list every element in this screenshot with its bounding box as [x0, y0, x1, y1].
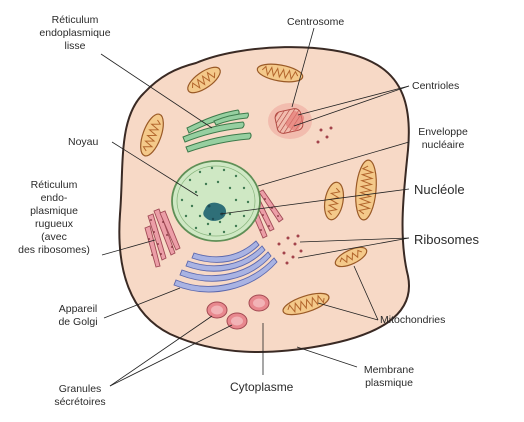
label-centrioles: Centrioles	[412, 80, 460, 92]
smooth-er	[182, 109, 252, 153]
leader-lines	[100, 27, 410, 387]
label-membrane: Membrane plasmique	[363, 364, 415, 389]
label-rough-er: Réticulum endo- plasmique rugueux (avec …	[18, 179, 90, 256]
label-centrosome: Centrosome	[287, 16, 345, 28]
label-nucleole: Nucléole	[414, 182, 465, 197]
label-smooth-er: Réticulum endoplasmique lisse	[39, 14, 111, 52]
chromatin-dots	[180, 166, 250, 236]
label-envelope: Enveloppe nucléaire	[418, 126, 468, 151]
label-golgi: Appareil de Golgi	[58, 303, 98, 328]
golgi-apparatus	[173, 240, 278, 293]
secretory-granules	[206, 294, 270, 330]
mitochondria	[140, 63, 377, 316]
label-granules: Granules sécrétoires	[54, 383, 106, 408]
label-cytoplasme: Cytoplasme	[230, 380, 294, 394]
label-ribosomes: Ribosomes	[414, 232, 480, 247]
free-ribosomes	[277, 126, 333, 265]
label-noyau: Noyau	[68, 136, 99, 148]
centrosome	[268, 103, 312, 139]
label-mitochondries: Mitochondries	[380, 314, 446, 326]
nucleus	[171, 160, 261, 242]
rough-er	[144, 189, 284, 268]
